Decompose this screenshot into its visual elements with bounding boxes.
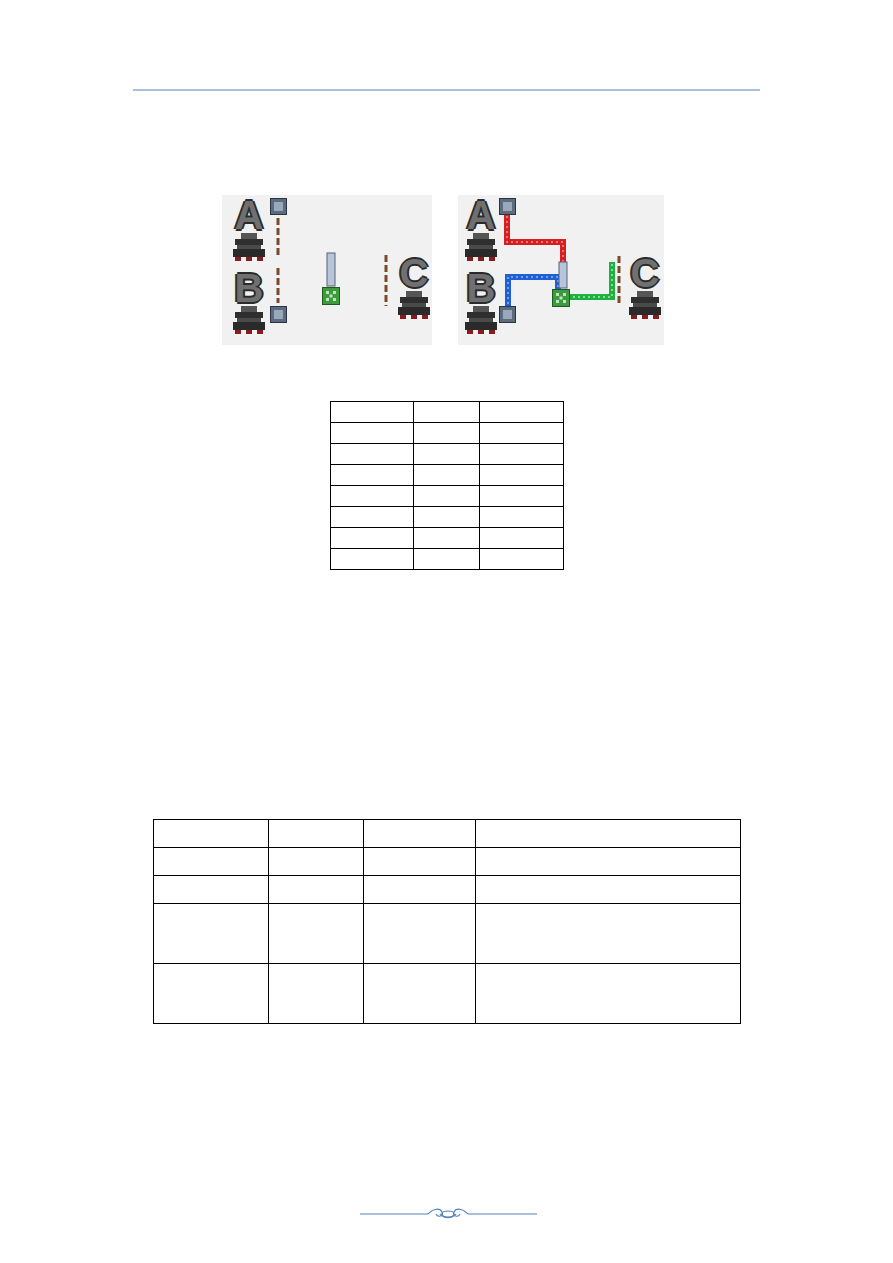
illustration-panel [222, 195, 432, 345]
statue-letter: A [464, 195, 498, 235]
illustration-panel [458, 195, 664, 345]
statue-letter: A [232, 195, 266, 235]
statue-letter: B [232, 268, 266, 308]
footer-ornament [360, 1209, 537, 1218]
header-rule [133, 89, 760, 90]
empty-table [331, 402, 564, 570]
statue-letter: C [628, 253, 662, 293]
statue-letter: B [464, 268, 498, 308]
statue-letter: C [397, 253, 431, 293]
empty-table [154, 820, 741, 1024]
